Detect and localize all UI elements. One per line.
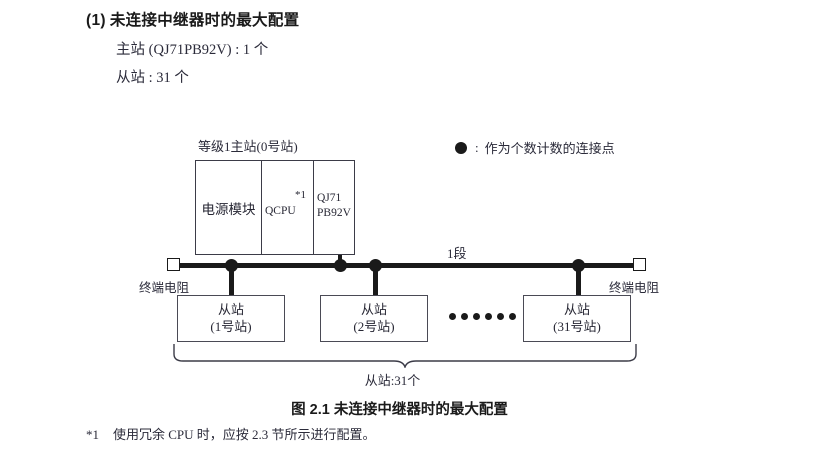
slave-station-box-2: 从站 (2号站) xyxy=(320,295,428,342)
ellipsis-dot xyxy=(449,313,456,320)
slave-2-station: (2号站) xyxy=(353,318,395,334)
slave-31-station: (31号站) xyxy=(553,318,601,334)
section-heading: (1)未连接中继器时的最大配置 xyxy=(86,8,299,30)
connection-point-master xyxy=(334,259,347,272)
drop-line-slave2 xyxy=(373,266,378,296)
section-index: (1) xyxy=(86,12,106,29)
rack-cell-power-module: 电源模块 xyxy=(196,161,262,254)
bus-trunk-line xyxy=(180,263,634,268)
ellipsis-dot xyxy=(497,313,504,320)
terminator-left-label: 终端电阻 xyxy=(139,281,190,295)
slave-1-station: (1号站) xyxy=(210,318,252,334)
slave-group-brace xyxy=(172,344,638,368)
connection-point-slave31 xyxy=(572,259,585,272)
slave-31-name: 从站 xyxy=(563,302,590,318)
connection-point-slave2 xyxy=(369,259,382,272)
filled-circle-icon xyxy=(455,141,467,154)
master-rack-title: 等级1主站(0号站) xyxy=(198,139,298,154)
master-rack: 电源模块 QCPU *1 QJ71 PB92V xyxy=(195,160,355,255)
rack-cell-cpu: QCPU *1 xyxy=(262,161,314,254)
network-module-label-line1: QJ71 xyxy=(317,192,342,204)
ellipsis-dot xyxy=(473,313,480,320)
ellipsis-dot xyxy=(485,313,492,320)
power-module-label: 电源模块 xyxy=(201,201,256,217)
terminator-left-icon xyxy=(167,258,180,271)
footnote: *1 使用冗余 CPU 时，应按 2.3 节所示进行配置。 xyxy=(86,424,376,443)
slave-station-box-1: 从站 (1号站) xyxy=(177,295,285,342)
rack-cell-network-module: QJ71 PB92V xyxy=(314,161,356,254)
slave-group-label: 从站:31个 xyxy=(364,373,421,388)
legend-separator: : xyxy=(475,139,479,155)
spec-slave-count: 从站 : 31 个 xyxy=(116,70,189,86)
footnote-marker: *1 xyxy=(86,427,99,442)
cpu-footnote-marker: *1 xyxy=(295,189,306,201)
segment-label: 1段 xyxy=(447,246,467,261)
slave-1-name: 从站 xyxy=(217,302,244,318)
terminator-right-label: 终端电阻 xyxy=(609,281,660,295)
slave-station-box-31: 从站 (31号站) xyxy=(523,295,631,342)
network-module-label-line2: PB92V xyxy=(317,206,351,219)
connection-point-slave1 xyxy=(225,259,238,272)
slave-2-name: 从站 xyxy=(360,302,387,318)
ellipsis-dot xyxy=(461,313,468,320)
slave-ellipsis-icon xyxy=(449,313,516,320)
legend-text: 作为个数计数的连接点 xyxy=(484,141,615,156)
terminator-right-icon xyxy=(633,258,646,271)
ellipsis-dot xyxy=(509,313,516,320)
drop-line-slave31 xyxy=(576,266,581,296)
section-title: 未连接中继器时的最大配置 xyxy=(109,12,300,29)
footnote-text: 使用冗余 CPU 时，应按 2.3 节所示进行配置。 xyxy=(113,427,376,442)
figure-caption: 图 2.1 未连接中继器时的最大配置 xyxy=(291,402,508,418)
legend: : 作为个数计数的连接点 xyxy=(455,138,615,157)
drop-line-slave1 xyxy=(229,266,234,296)
spec-master-count: 主站 (QJ71PB92V) : 1 个 xyxy=(116,42,269,58)
cpu-label: QCPU xyxy=(265,205,296,217)
